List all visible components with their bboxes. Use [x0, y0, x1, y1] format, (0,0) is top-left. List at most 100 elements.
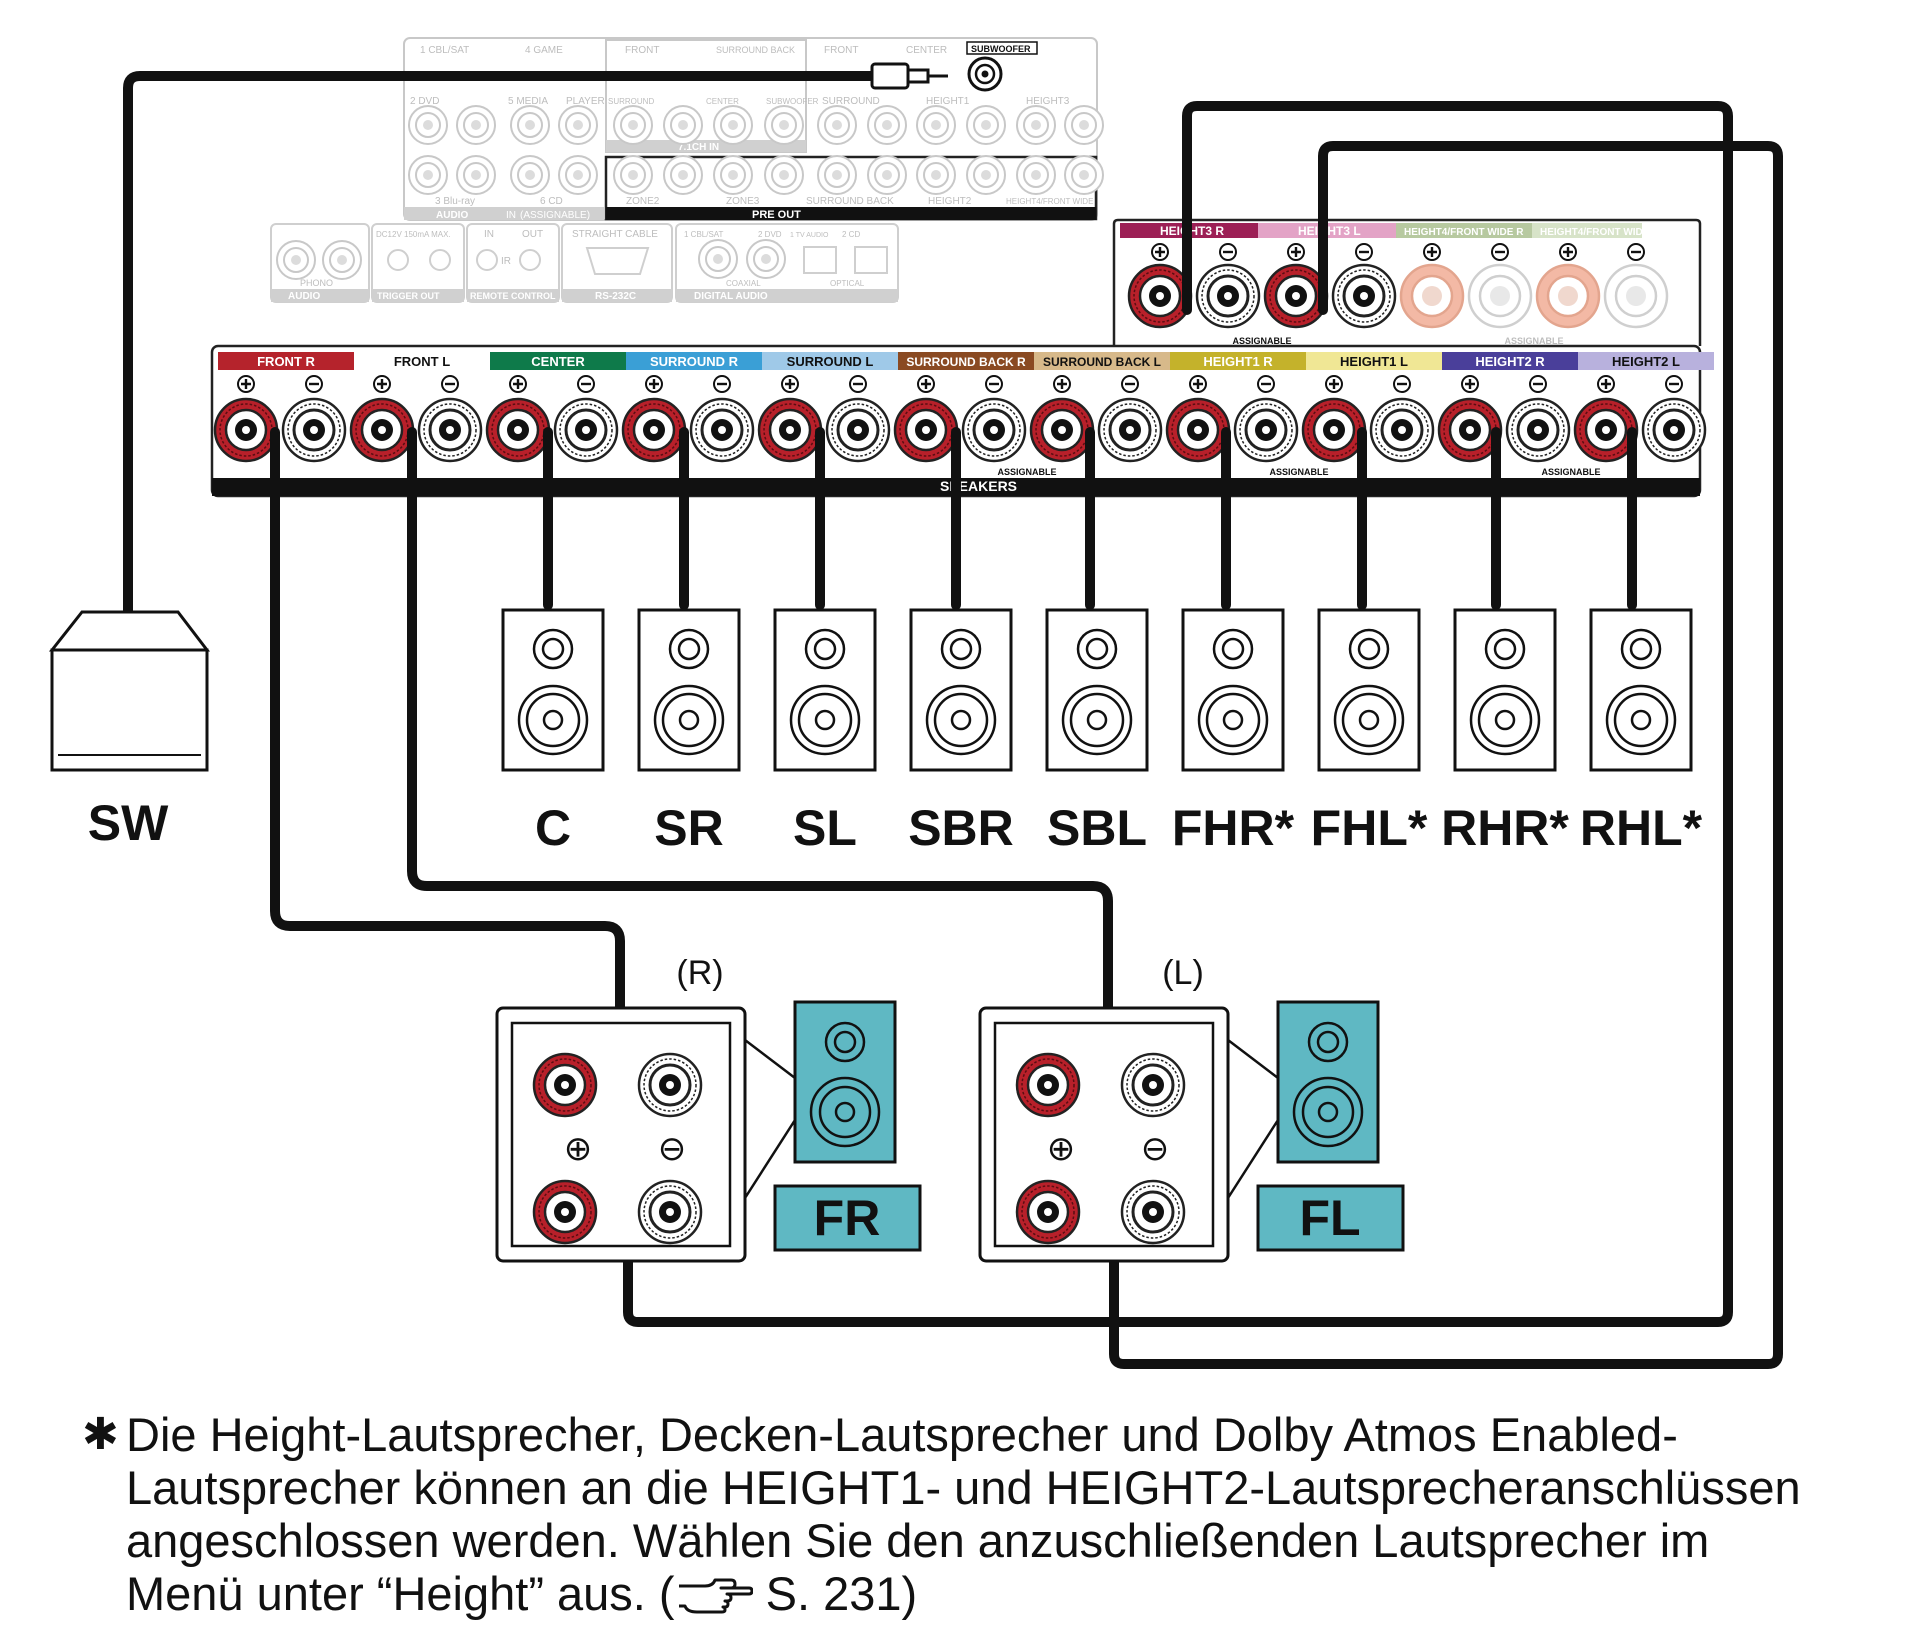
audio-footer-assignable: (ASSIGNABLE) [520, 210, 590, 221]
fl-plus-terminal-lower[interactable] [1015, 1179, 1081, 1245]
front-right-side-label: (R) [676, 954, 723, 992]
speaker-label: C [535, 800, 571, 856]
assignable-label: ASSIGNABLE [1232, 336, 1291, 346]
upper-minus-terminal[interactable] [1331, 263, 1397, 329]
fl-minus-terminal-lower[interactable] [1120, 1179, 1186, 1245]
fr-plus-wire [270, 427, 625, 1060]
preout-top-6: HEIGHT3 [1026, 96, 1070, 107]
minus-terminal[interactable] [961, 397, 1027, 463]
minus-sign-icon [1120, 374, 1140, 394]
minus-terminal[interactable] [1505, 397, 1571, 463]
plus-terminal[interactable] [1165, 397, 1231, 463]
fr-minus-terminal-lower[interactable] [637, 1179, 703, 1245]
plus-sign-icon [1052, 374, 1072, 394]
minus-sign-icon [984, 374, 1004, 394]
plus-terminal[interactable] [213, 397, 279, 463]
rca-jack [613, 155, 653, 195]
preout-top-2: CENTER [906, 45, 947, 56]
plus-terminal[interactable] [485, 397, 551, 463]
minus-terminal[interactable] [281, 397, 347, 463]
rca-jack [558, 105, 598, 145]
minus-terminal[interactable] [1369, 397, 1435, 463]
rca-jack [663, 155, 703, 195]
upper-minus-terminal[interactable] [1603, 263, 1669, 329]
speaker-label: SBR [908, 800, 1014, 856]
channel-header: HEIGHT2 L [1612, 354, 1680, 369]
speaker-label: RHL* [1580, 800, 1703, 856]
rca-jack [1016, 155, 1056, 195]
speaker-label: SBL [1047, 800, 1147, 856]
digital-top-2: 2 DVD [758, 230, 782, 239]
subwoofer-cable [123, 71, 895, 617]
preout-top-1: FRONT [824, 45, 858, 56]
assignable-label: ASSIGNABLE [997, 467, 1056, 477]
upper-channel-header: HEIGHT3 L [1298, 224, 1361, 238]
fr-plus-terminal-upper[interactable] [532, 1052, 598, 1118]
channel-header: HEIGHT2 R [1475, 354, 1545, 369]
wires [123, 71, 1783, 1369]
in-label: IN [484, 229, 494, 240]
fr-plus-terminal-lower[interactable] [532, 1179, 598, 1245]
plus-terminal[interactable] [349, 397, 415, 463]
minus-sign-icon [1626, 242, 1646, 262]
upper-plus-terminal[interactable] [1399, 263, 1465, 329]
upper-minus-terminal[interactable] [1195, 263, 1261, 329]
minus-terminal[interactable] [825, 397, 891, 463]
footnote-line-3: angeschlossen werden. Wählen Sie den anz… [126, 1514, 1710, 1567]
minus-sign-icon [1256, 374, 1276, 394]
plus-sign-icon [1460, 374, 1480, 394]
plus-sign-icon [372, 374, 392, 394]
plus-terminal[interactable] [1029, 397, 1095, 463]
minus-terminal[interactable] [417, 397, 483, 463]
upper-plus-terminal[interactable] [1263, 263, 1329, 329]
plus-sign-icon [508, 374, 528, 394]
minus-terminal[interactable] [553, 397, 619, 463]
rca-jack [456, 155, 496, 195]
upper-plus-terminal[interactable] [1127, 263, 1193, 329]
minus-terminal[interactable] [1097, 397, 1163, 463]
out-label: OUT [522, 229, 543, 240]
plus-sign-icon [780, 374, 800, 394]
fl-plus-terminal-upper[interactable] [1015, 1052, 1081, 1118]
fl-plus-wire [407, 427, 1113, 1060]
minus-terminal[interactable] [1641, 397, 1707, 463]
pointing-hand-icon [678, 1578, 753, 1614]
upper-channel-header: HEIGHT3 R [1160, 224, 1224, 238]
front-right-label: FR [814, 1190, 881, 1246]
rca-jack [713, 105, 753, 145]
speaker-fhl [1317, 608, 1421, 772]
audio-top-3: 2 DVD [410, 96, 439, 107]
rca-jack [408, 155, 448, 195]
rca-jack [867, 155, 907, 195]
minus-terminal[interactable] [1233, 397, 1299, 463]
in71-top-2: SURROUND BACK [716, 45, 795, 55]
plus-terminal[interactable] [893, 397, 959, 463]
in71-top-1: FRONT [625, 45, 659, 56]
plus-sign-icon [1558, 242, 1578, 262]
fl-minus-terminal-upper[interactable] [1120, 1052, 1186, 1118]
preout-bottom-5: HEIGHT4/FRONT WIDE [1006, 197, 1093, 206]
plus-terminal[interactable] [621, 397, 687, 463]
front-right-speaker: (R) FR ⊕ ⊖ [495, 954, 922, 1263]
channel-header: SURROUND BACK R [906, 355, 1026, 369]
upper-plus-terminal[interactable] [1535, 263, 1601, 329]
phono-label: PHONO [300, 278, 333, 288]
rca-jack [456, 105, 496, 145]
footnote-page-ref: S. 231) [765, 1567, 918, 1620]
footnote-line-4: Menü unter “Height” aus. ( S. 231) [126, 1567, 1902, 1620]
plus-terminal[interactable] [1301, 397, 1367, 463]
subwoofer-rca-plug [870, 56, 1003, 92]
plus-terminal[interactable] [757, 397, 823, 463]
minus-sign-icon [304, 374, 324, 394]
rs232c-label: RS-232C [595, 291, 636, 302]
channel-header: SURROUND R [650, 354, 739, 369]
minus-terminal[interactable] [689, 397, 755, 463]
upper-minus-terminal[interactable] [1467, 263, 1533, 329]
minus-sign-icon [1354, 242, 1374, 262]
speaker-rhl [1589, 608, 1693, 772]
fr-minus-terminal-upper[interactable] [637, 1052, 703, 1118]
rca-jack [713, 155, 753, 195]
rca-jack [1064, 155, 1104, 195]
